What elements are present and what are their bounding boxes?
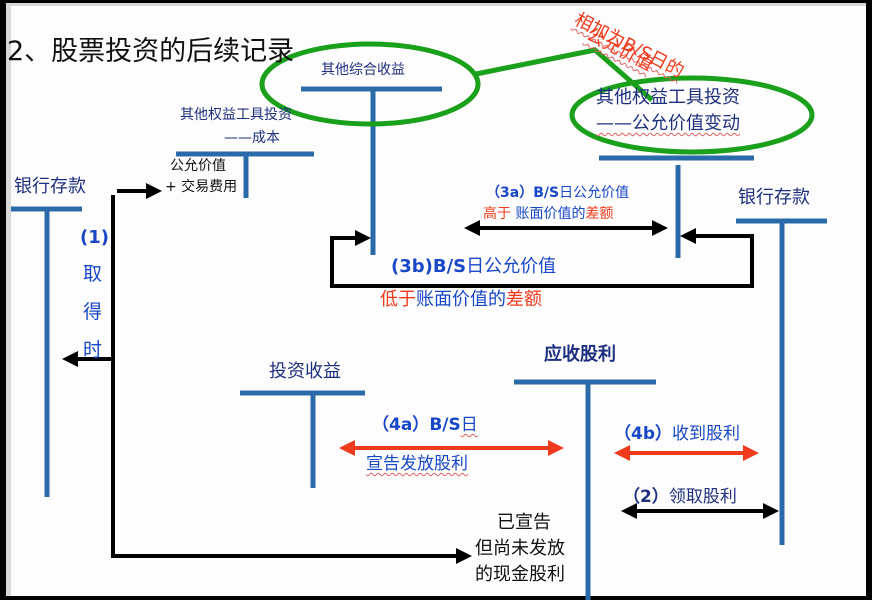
account-label-equity-cost-1: 其他权益工具投资 xyxy=(180,107,292,123)
step3b-lower: 低于 xyxy=(380,289,416,310)
account-label-investment-income: 投资收益 xyxy=(269,361,341,382)
step4b-label: （4b）收到股利 xyxy=(614,424,740,445)
page-title: 2、股票投资的后续记录 xyxy=(7,36,295,67)
step1-label-2: 得 xyxy=(83,301,103,323)
step2-rest: 领取股利 xyxy=(668,487,737,507)
declared-div-line3: 的现金股利 xyxy=(475,564,565,585)
step2-prefix: （2） xyxy=(623,487,669,507)
step4a-prefix: （4a） xyxy=(372,415,430,435)
step3b-bs: (3b)B/S xyxy=(391,256,467,277)
declared-div-line2: 但尚未发放 xyxy=(475,538,565,559)
step3a-bs: B/S xyxy=(533,185,560,201)
step4a-day: 日 xyxy=(460,415,478,435)
step2-label: （2）领取股利 xyxy=(623,487,737,508)
step4b-prefix: （4b） xyxy=(614,424,672,444)
step4a-line1: （4a）B/S日 xyxy=(372,415,478,436)
step4a-bs: B/S xyxy=(429,415,461,435)
declared-div-line1: 已宣告 xyxy=(497,512,551,533)
step3a-rest: 日公允价值 xyxy=(559,185,630,201)
step3a-book-value: 账面价值的 xyxy=(511,206,586,222)
step3b-line2: 低于账面价值的差额 xyxy=(380,289,542,311)
step3b-rest: 日公允价值 xyxy=(466,256,557,277)
step3a-prefix: （3a） xyxy=(486,185,534,201)
step4b-rest: 收到股利 xyxy=(672,424,740,444)
step1-label-1: 取 xyxy=(83,263,103,285)
step3a-line1: （3a）B/S日公允价值 xyxy=(486,185,629,201)
account-label-bank-left: 银行存款 xyxy=(14,176,86,197)
step3b-book-value: 账面价值的 xyxy=(416,289,506,310)
account-label-bank-right: 银行存款 xyxy=(738,187,810,208)
cost-entry-line1: 公允价值 xyxy=(170,158,226,174)
cost-entry-line2: + 交易费用 xyxy=(165,179,238,195)
step3a-diff: 差额 xyxy=(585,206,614,222)
account-label-equity-fv-1: 其他权益工具投资 xyxy=(596,87,740,108)
step3a-higher: 高于 xyxy=(483,206,511,222)
step3a-line2: 高于 账面价值的差额 xyxy=(483,206,613,222)
step1-label-3: 时 xyxy=(83,339,103,361)
account-label-oci: 其他综合收益 xyxy=(321,62,405,78)
account-label-equity-fv-2: ——公允价值变动 xyxy=(596,113,740,134)
step4a-line2: 宣告发放股利 xyxy=(366,454,468,474)
account-label-dividend-receivable: 应收股利 xyxy=(544,344,616,365)
step3b-line1: (3b)B/S日公允价值 xyxy=(391,256,557,278)
step1-label-0: (1) xyxy=(80,227,109,248)
step3b-diff: 差额 xyxy=(506,289,542,310)
account-label-equity-cost-2: ——成本 xyxy=(224,130,280,146)
